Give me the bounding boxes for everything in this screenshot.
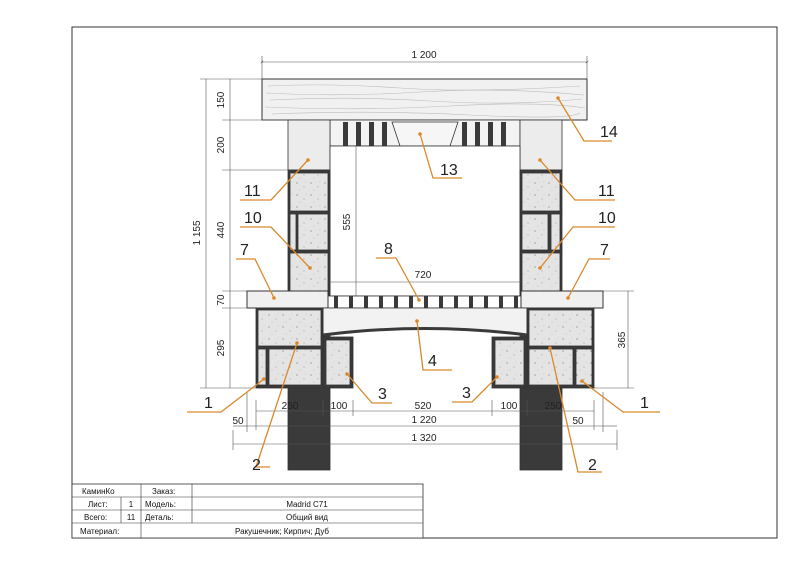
dim-inner-left: 100 xyxy=(331,401,348,412)
right-upper-cap xyxy=(519,119,563,171)
callout-8: 8 xyxy=(384,241,393,258)
tb-order-label: Заказ: xyxy=(152,487,175,496)
right-shelf xyxy=(520,290,604,309)
tb-model-label: Модель: xyxy=(145,500,176,509)
arch-beam xyxy=(322,307,528,337)
grate xyxy=(327,295,522,309)
tb-detail-value: Общий вид xyxy=(286,513,328,522)
tb-total-value: 11 xyxy=(127,513,136,522)
callout-14: 14 xyxy=(600,124,618,141)
tb-sheet-label: Лист: xyxy=(88,500,108,509)
title-block xyxy=(71,483,424,539)
callout-1-left: 1 xyxy=(204,395,213,412)
callout-7-right: 7 xyxy=(600,242,609,259)
tb-sheet-value: 1 xyxy=(129,500,134,509)
dim-slab-height: 150 xyxy=(216,91,227,108)
dim-right-height: 365 xyxy=(617,331,628,348)
frieze xyxy=(329,119,521,147)
dim-mid-side: 440 xyxy=(216,221,227,238)
dim-overall-width: 1 320 xyxy=(411,433,436,444)
sheet-frame xyxy=(71,26,778,539)
dim-opening: 520 xyxy=(415,401,432,412)
left-shelf xyxy=(246,290,329,309)
callout-11-left: 11 xyxy=(244,183,261,200)
dim-offset-right: 50 xyxy=(572,416,584,427)
callout-2-left: 2 xyxy=(252,457,261,474)
dim-top-width: 1 200 xyxy=(411,50,436,61)
callout-dots xyxy=(262,96,584,383)
tb-company: КаминКо xyxy=(82,487,115,496)
tb-material-value: Ракушечник; Кирпич; Дуб xyxy=(235,527,329,536)
callout-1-right: 1 xyxy=(640,395,649,412)
dim-base-width: 1 220 xyxy=(411,415,436,426)
top-slab xyxy=(261,78,588,121)
tb-material-label: Материал: xyxy=(80,527,119,536)
left-base xyxy=(255,307,354,389)
left-upper-cap xyxy=(287,119,331,171)
dim-firebox-height: 555 xyxy=(342,213,353,230)
callout-2-right: 2 xyxy=(588,457,597,474)
callout-leaders xyxy=(187,97,660,473)
dim-col-left: 250 xyxy=(282,401,299,412)
tb-detail-label: Деталь: xyxy=(145,513,174,522)
dim-total-height: 1 155 xyxy=(192,220,203,245)
callout-3-right: 3 xyxy=(462,385,471,402)
dim-upper-side: 200 xyxy=(216,136,227,153)
dim-col-right: 250 xyxy=(545,401,562,412)
callout-7-left: 7 xyxy=(240,242,249,259)
firebox-opening xyxy=(329,145,521,297)
dim-base-height: 295 xyxy=(216,339,227,356)
callout-10-left: 10 xyxy=(244,210,262,227)
dim-grate-width: 720 xyxy=(415,270,432,281)
right-base xyxy=(491,307,595,389)
dim-shelf-thickness: 70 xyxy=(216,294,227,306)
tb-model-value: Madrid C71 xyxy=(286,500,328,509)
callout-4: 4 xyxy=(428,353,437,370)
dimension-lines xyxy=(200,56,634,450)
dim-inner-right: 100 xyxy=(501,401,518,412)
dim-offset-left: 50 xyxy=(232,416,244,427)
callout-10-right: 10 xyxy=(598,210,616,227)
callout-13: 13 xyxy=(440,162,458,179)
tb-total-label: Всего: xyxy=(84,513,107,522)
callout-3-left: 3 xyxy=(378,386,387,403)
callout-11-right: 11 xyxy=(598,183,615,200)
